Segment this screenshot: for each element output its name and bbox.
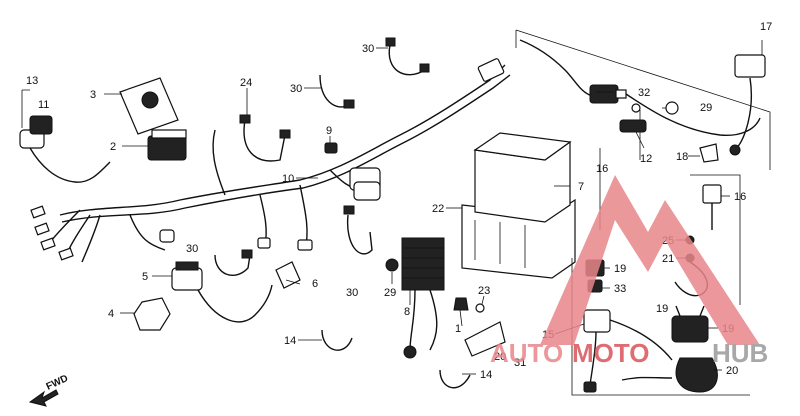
part-11-sensor — [19, 115, 111, 183]
part-19-boot-a — [699, 143, 719, 163]
callout-19a: 18 — [676, 151, 688, 163]
part-5-coil — [171, 261, 273, 323]
part-8-regulator — [401, 237, 445, 359]
part-15-group-frame — [515, 29, 771, 230]
part-4-cap — [133, 297, 171, 331]
callout-26: 21 — [662, 253, 674, 265]
part-7-battery — [473, 132, 572, 223]
callout-25: 23 — [478, 285, 490, 297]
callout-22: 19 — [614, 263, 626, 275]
part-15-cable — [519, 39, 761, 137]
part-27-clamp — [239, 114, 291, 162]
callout-18: 17 — [760, 21, 772, 33]
watermark-text-hub: HUB — [712, 338, 768, 368]
callout-14a: 14 — [284, 335, 296, 347]
part-30-clamp-b — [319, 74, 355, 109]
part-30-clamp-c — [214, 249, 253, 277]
part-16-harness — [583, 309, 673, 393]
callout-8: 8 — [404, 306, 410, 318]
part-6-boot — [275, 261, 301, 289]
watermark-text-moto: MOTO — [572, 338, 650, 368]
part-14-clamp-b — [439, 369, 471, 389]
callout-4: 4 — [108, 308, 114, 320]
callout-23: 20 — [494, 351, 506, 363]
part-21-cover — [675, 357, 718, 393]
wire-harness — [30, 58, 511, 263]
callout-1: 1 — [455, 323, 461, 335]
callout-30b: 30 — [290, 83, 302, 95]
part-12-fuse — [619, 119, 647, 133]
callout-32: 32 — [638, 87, 650, 99]
callout-29a: 29 — [384, 287, 396, 299]
part-30-clamp-d — [343, 205, 373, 255]
callout-14b: 14 — [480, 369, 492, 381]
part-20-starter-relay — [671, 305, 709, 343]
part-30-clamp-a — [385, 37, 430, 76]
fwd-arrow: FWD — [28, 373, 70, 407]
callout-5: 5 — [142, 271, 148, 283]
callout-30d: 30 — [346, 287, 358, 299]
callout-24: 22 — [432, 203, 444, 215]
callout-11: 11 — [38, 99, 49, 111]
part-3-module — [119, 77, 179, 135]
callout-labels: 13 11 3 2 24 30 30 9 10 5 4 30 6 30 29 8… — [26, 21, 772, 381]
callout-15: 16 — [596, 163, 608, 175]
part-9-clip — [324, 142, 338, 154]
watermark-text-auto: AUTO — [490, 338, 563, 368]
part-19-lead-c — [621, 376, 673, 381]
part-1-grommet — [453, 297, 469, 311]
callout-17: 16 — [734, 191, 746, 203]
callout-10: 10 — [282, 173, 294, 185]
callout-6: 6 — [312, 278, 318, 290]
callout-12: 12 — [640, 153, 652, 165]
part-32-screw — [631, 103, 641, 113]
callout-2: 2 — [110, 141, 116, 153]
callout-13: 13 — [26, 75, 38, 87]
part-23-bracket — [464, 321, 506, 357]
callout-21: 20 — [726, 365, 738, 377]
callout-31: 31 — [514, 357, 526, 369]
part-18-terminal — [729, 54, 766, 156]
callout-3: 3 — [90, 89, 96, 101]
callout-27: 24 — [240, 77, 252, 89]
callout-7: 7 — [578, 181, 584, 193]
callout-19b: 19 — [656, 303, 668, 315]
watermark-logo: AUTO MOTO HUB — [490, 175, 768, 368]
part-29-nut-a — [385, 258, 399, 272]
part-2-relay — [147, 129, 187, 161]
callout-33: 33 — [614, 283, 626, 295]
fwd-label: FWD — [45, 373, 70, 393]
callout-30a: 30 — [362, 43, 374, 55]
callout-30c: 30 — [186, 243, 198, 255]
callout-9: 9 — [326, 125, 332, 137]
part-29-nut-b — [665, 101, 679, 115]
callout-29b: 29 — [700, 102, 712, 114]
part-25-bolt — [475, 303, 485, 313]
watermark-mountain-icon — [540, 175, 760, 345]
part-14-clamp-a — [321, 329, 353, 351]
part-17-relay — [702, 184, 722, 230]
